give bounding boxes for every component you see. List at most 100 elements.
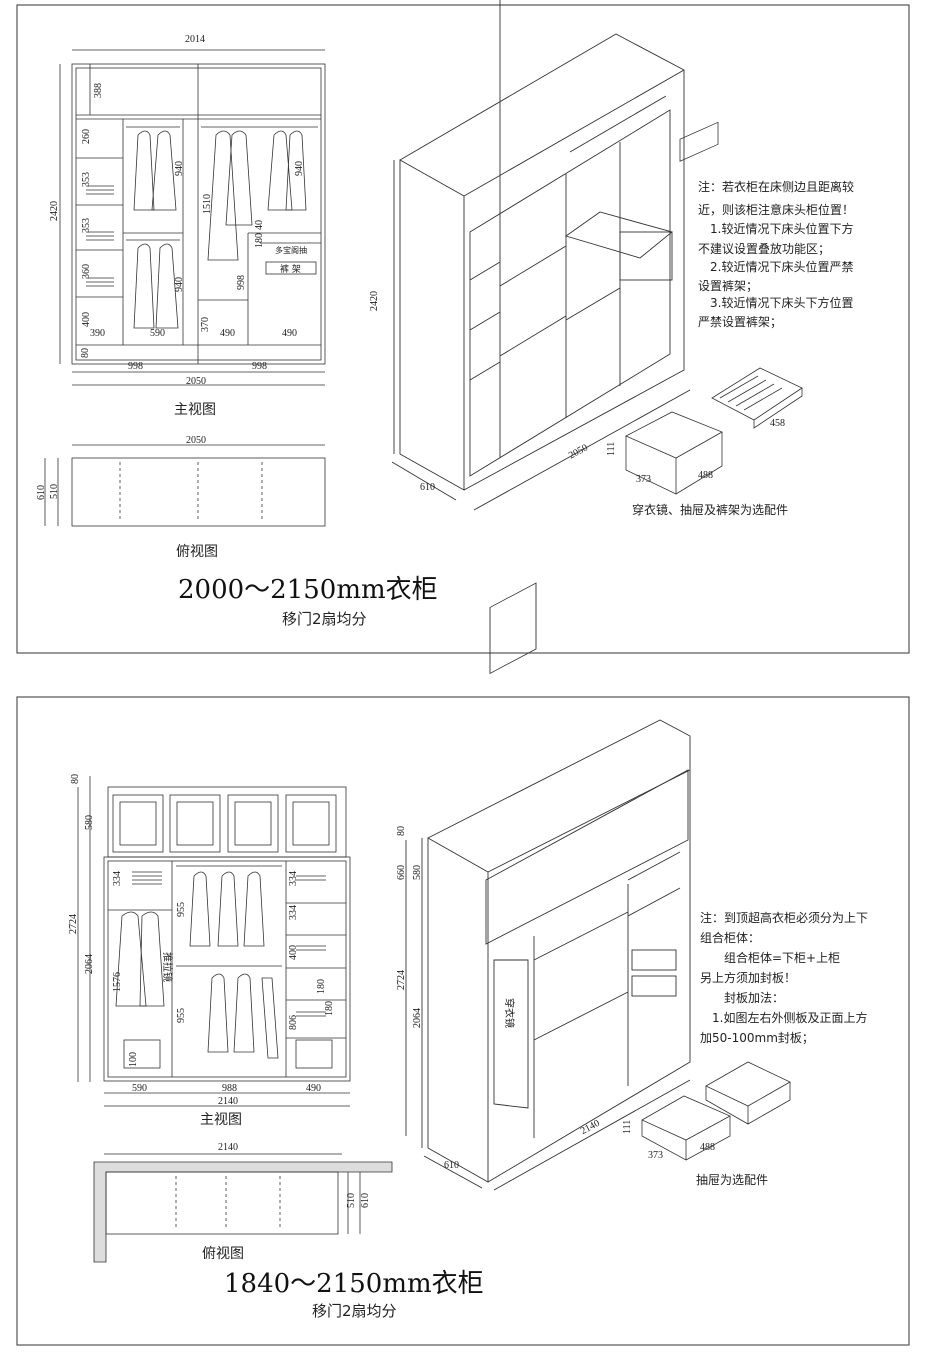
dim-w370: 370	[200, 317, 211, 332]
front-view-1-label: 主视图	[174, 402, 216, 418]
dim-w490a: 490	[220, 328, 235, 339]
front-view-1	[59, 49, 326, 386]
dim-hang-right: 940	[294, 161, 305, 176]
note-1-line: 3.较近情况下床头下方位置	[698, 295, 853, 310]
panel-2-subtitle: 移门2扇均分	[312, 1302, 397, 1320]
note-1-line: 设置裤架；	[698, 279, 758, 293]
top-view-1-label: 俯视图	[176, 544, 218, 560]
note-1-line: 注：若衣柜在床侧边且距离较	[698, 179, 854, 194]
dim-h998: 998	[236, 275, 247, 290]
drawer-1-w: 488	[698, 470, 713, 481]
top-view-1-depth-outer: 610	[36, 485, 47, 500]
front-view-2-dims: 80 580 2724 2064 334 1576 100 955 955 33…	[68, 774, 335, 1107]
note-1-line: 近，则该柜注意床头柜位置！	[698, 202, 854, 217]
panel-1-frame	[16, 4, 910, 654]
dim-half-left: 998	[128, 361, 143, 372]
front-view-2-label: 主视图	[200, 1112, 242, 1128]
top-view-1	[44, 444, 326, 527]
f2-r955b: 955	[176, 1008, 187, 1023]
dim-s1: 260	[81, 129, 92, 144]
optional-note-2: 抽屉为选配件	[696, 1173, 768, 1187]
top-view-2	[93, 1153, 393, 1263]
panel-2-title: 1840～2150mm衣柜	[224, 1269, 484, 1299]
dim-hang-mid: 1510	[202, 194, 213, 214]
note-2-line: 封板加法：	[700, 991, 784, 1005]
iso-2-width: 2140	[579, 1118, 602, 1137]
mirror-iso-label: 穿衣镜	[503, 998, 516, 1028]
panel-2-frame	[16, 696, 910, 1346]
note-2-line: 另上方须加封板！	[700, 970, 796, 985]
note-2: 注：到顶超高衣柜必须分为上下 组合柜体： 组合柜体=下柜+上柜 另上方须加封板！…	[700, 910, 868, 1045]
f2-r334c: 334	[288, 905, 299, 920]
f2-w590: 590	[132, 1083, 147, 1094]
drawer-1-h: 111	[606, 442, 617, 456]
drawer-2-w: 488	[700, 1142, 715, 1153]
note-1-line: 严禁设置裤架；	[698, 315, 782, 329]
dim-w490b: 490	[282, 328, 297, 339]
f2-r100: 100	[128, 1052, 139, 1067]
f2-r334a: 334	[112, 871, 123, 886]
f2-r400: 400	[288, 945, 299, 960]
mirror-label: 推拉镜	[161, 952, 174, 982]
dim-base: 80	[80, 348, 91, 358]
f2-w988: 988	[222, 1083, 237, 1094]
note-1: 注：若衣柜在床侧边且距离较 近，则该柜注意床头柜位置！ 1.较近情况下床头位置下…	[698, 179, 854, 329]
iso-1-width: 2050	[567, 442, 590, 461]
note-2-line: 组合柜体=下柜+上柜	[700, 950, 840, 965]
dim-h180: 180	[254, 233, 265, 248]
dim-s3: 353	[81, 218, 92, 233]
f2-total-width: 2140	[218, 1096, 238, 1107]
drawer-1-d: 373	[636, 474, 651, 485]
note-2-line: 加50-100mm封板；	[700, 1031, 814, 1045]
pants-tag: 裤 架	[280, 263, 301, 275]
note-1-line: 1.较近情况下床头位置下方	[698, 221, 853, 236]
note-2-line: 组合柜体：	[700, 930, 760, 945]
f2-r180b: 180	[324, 1001, 335, 1016]
note-2-line: 1.如图左右外侧板及正面上方	[700, 1010, 867, 1025]
iso-2-depth: 610	[444, 1160, 459, 1171]
panel-1-subtitle: 移门2扇均分	[282, 610, 367, 628]
iso-2-d580: 580	[412, 865, 423, 880]
top-view-2-depth-inner: 510	[346, 1193, 357, 1208]
f2-lower: 2064	[84, 954, 95, 974]
dim-h40: 40	[254, 220, 265, 230]
f2-r955a: 955	[176, 902, 187, 917]
dim-s5: 400	[81, 312, 92, 327]
dim-hang2: 940	[174, 277, 185, 292]
iso-2-total: 2724	[396, 970, 407, 990]
top-view-2-depth-outer: 610	[360, 1193, 371, 1208]
f2-r806: 806	[288, 1015, 299, 1030]
iso-1-height: 2420	[369, 291, 380, 311]
drawer-2-h: 111	[622, 1120, 633, 1134]
front-view-1-dims: 2014 2420 388 260 353 353 360 400 80 940…	[49, 34, 307, 387]
rack-1-w: 458	[770, 418, 785, 429]
note-2-line: 注：到顶超高衣柜必须分为上下	[700, 910, 868, 925]
dim-hang1: 940	[174, 161, 185, 176]
f2-r180a: 180	[316, 979, 327, 994]
iso-2-lower: 2064	[412, 1008, 423, 1028]
f2-upper: 580	[84, 815, 95, 830]
iso-2-d660: 660	[396, 865, 407, 880]
top-view-1-width: 2050	[186, 435, 206, 446]
f2-r1576: 1576	[112, 972, 123, 992]
iso-view-1	[391, 0, 691, 511]
f2-top: 80	[70, 774, 81, 784]
dim-total-width: 2050	[186, 376, 206, 387]
note-1-line: 2.较近情况下床头位置严禁	[698, 259, 853, 274]
dim-w390: 390	[90, 328, 105, 339]
dim-top-box: 388	[93, 83, 104, 98]
front-view-2	[77, 776, 351, 1107]
optional-note-1: 穿衣镜、抽屉及裤架为选配件	[632, 502, 788, 517]
drawer-tag: 多宝阁抽	[275, 245, 307, 255]
dim-height: 2420	[49, 201, 60, 221]
drawers-2	[641, 1061, 791, 1161]
dim-w590: 590	[150, 328, 165, 339]
iso-view-2	[405, 582, 691, 1191]
dim-s4: 360	[81, 264, 92, 279]
panel-1-title: 2000～2150mm衣柜	[178, 575, 438, 605]
f2-total: 2724	[68, 914, 79, 934]
f2-r334b: 334	[288, 871, 299, 886]
drawer-rack-1	[625, 121, 803, 495]
note-1-line: 不建议设置叠放功能区；	[698, 241, 830, 256]
